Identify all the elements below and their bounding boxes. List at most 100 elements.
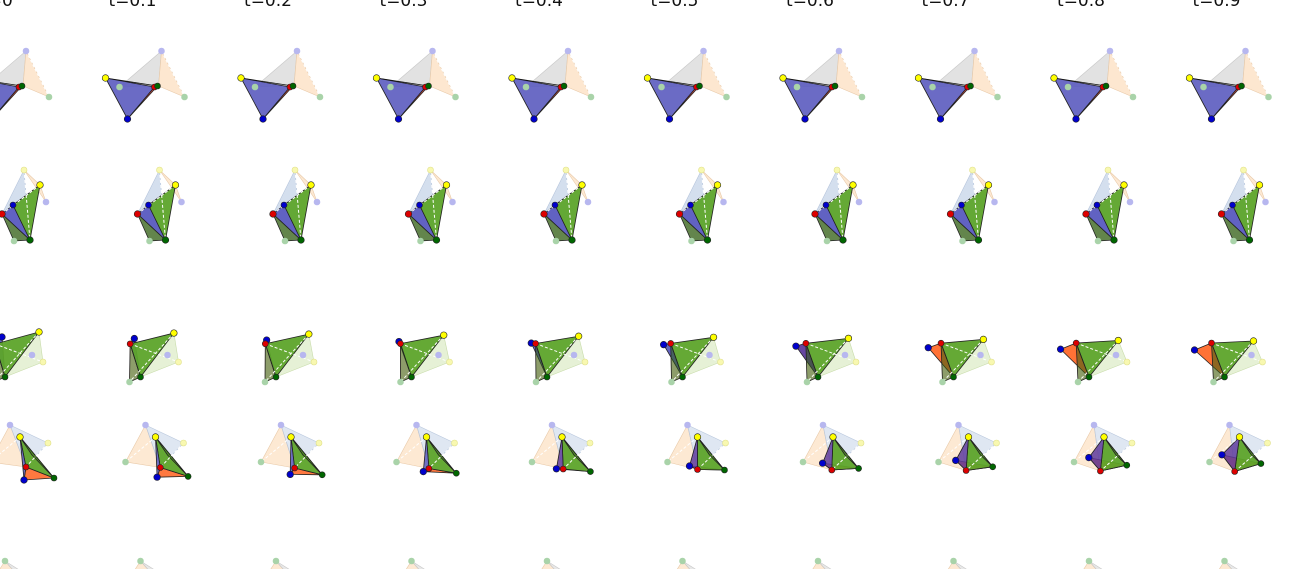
- ghost-edge: [129, 343, 179, 363]
- vertex: [698, 166, 705, 174]
- vertex: [540, 210, 548, 218]
- dark-face: [535, 343, 548, 383]
- ghost-face: [0, 50, 27, 87]
- ghost-face: [565, 169, 589, 203]
- vertex: [372, 74, 381, 82]
- vertex: [1229, 201, 1236, 209]
- vertex: [0, 333, 6, 341]
- vertex: [116, 83, 123, 91]
- vertex: [1100, 433, 1108, 441]
- vertex: [713, 181, 722, 189]
- vertex: [1257, 460, 1265, 467]
- ghost-edge: [667, 436, 698, 463]
- ghost-edge: [272, 184, 312, 215]
- ghost-face: [971, 50, 998, 98]
- ghost-edge: [814, 184, 854, 215]
- side-face: [689, 436, 698, 470]
- vertex: [988, 358, 995, 366]
- vertex: [18, 82, 26, 90]
- ghost-edge: [805, 342, 857, 363]
- vertex: [151, 433, 160, 441]
- vertex: [142, 421, 149, 429]
- vertex: [387, 83, 394, 91]
- vertex: [1217, 210, 1226, 218]
- ghost-edge: [129, 332, 175, 383]
- vertex: [1110, 236, 1118, 244]
- vertex: [293, 47, 301, 55]
- vertex: [237, 74, 245, 82]
- vertex: [587, 93, 595, 101]
- vertex: [693, 433, 702, 441]
- vertex: [558, 433, 566, 441]
- vertex: [171, 181, 180, 189]
- column-title: t=0.1: [108, 0, 157, 11]
- vertex: [126, 378, 133, 386]
- ghost-edge: [1243, 169, 1250, 241]
- vertex: [427, 166, 434, 174]
- vertex: [950, 373, 957, 381]
- vertex: [1248, 351, 1255, 359]
- vertex: [551, 201, 559, 209]
- vertex: [844, 334, 853, 342]
- column-title: t=0.4: [515, 0, 563, 11]
- vertex: [562, 166, 570, 174]
- vertex: [1, 373, 9, 381]
- vertex: [839, 236, 847, 244]
- vertex: [793, 83, 801, 91]
- vertex: [552, 237, 560, 245]
- vertex: [126, 340, 134, 348]
- ghost-face: [812, 560, 826, 569]
- vertex: [251, 83, 259, 91]
- vertex: [404, 210, 413, 218]
- vertex: [685, 462, 694, 470]
- vertex: [413, 421, 420, 429]
- vertex: [857, 439, 865, 447]
- vertex: [1235, 433, 1244, 441]
- ghost-face: [700, 50, 727, 98]
- ghost-edge: [0, 345, 44, 363]
- vertex: [1085, 373, 1093, 381]
- vertex: [936, 115, 945, 123]
- dark-face: [155, 436, 189, 477]
- vertex: [958, 201, 965, 209]
- vertex: [706, 351, 713, 359]
- vertex: [993, 439, 1000, 447]
- vertex: [852, 358, 860, 366]
- vertex: [397, 378, 404, 386]
- vertex: [22, 463, 30, 471]
- edge: [511, 77, 565, 87]
- vertex: [1208, 339, 1215, 347]
- vertex: [684, 421, 691, 429]
- vertex: [814, 557, 822, 565]
- dark-face: [805, 342, 819, 383]
- vertex: [261, 378, 269, 386]
- dark-face: [1239, 436, 1262, 465]
- vertex: [20, 476, 28, 484]
- edge: [376, 77, 429, 87]
- vertex: [299, 351, 307, 359]
- vertex: [819, 421, 827, 429]
- ghost-face: [1083, 560, 1097, 569]
- vertex: [581, 358, 589, 366]
- ghost-face: [953, 560, 967, 569]
- vertex: [829, 433, 837, 441]
- vertex: [688, 237, 695, 245]
- vertex: [792, 342, 800, 350]
- ghost-face: [1106, 50, 1134, 98]
- vertex: [559, 465, 567, 473]
- vertex: [929, 83, 936, 91]
- vertex: [560, 82, 568, 90]
- vertex: [184, 473, 192, 480]
- ghost-edge: [0, 436, 21, 455]
- vertex: [35, 328, 43, 336]
- vertex: [994, 93, 1001, 101]
- dark-face: [670, 343, 683, 383]
- vertex: [570, 351, 578, 359]
- ghost-edge: [535, 335, 580, 383]
- vertex: [1082, 210, 1090, 218]
- dark-face: [814, 213, 844, 242]
- ghost-edge: [428, 442, 455, 469]
- vertex: [1231, 468, 1238, 475]
- ghost-face: [1243, 169, 1266, 203]
- edge: [782, 77, 836, 87]
